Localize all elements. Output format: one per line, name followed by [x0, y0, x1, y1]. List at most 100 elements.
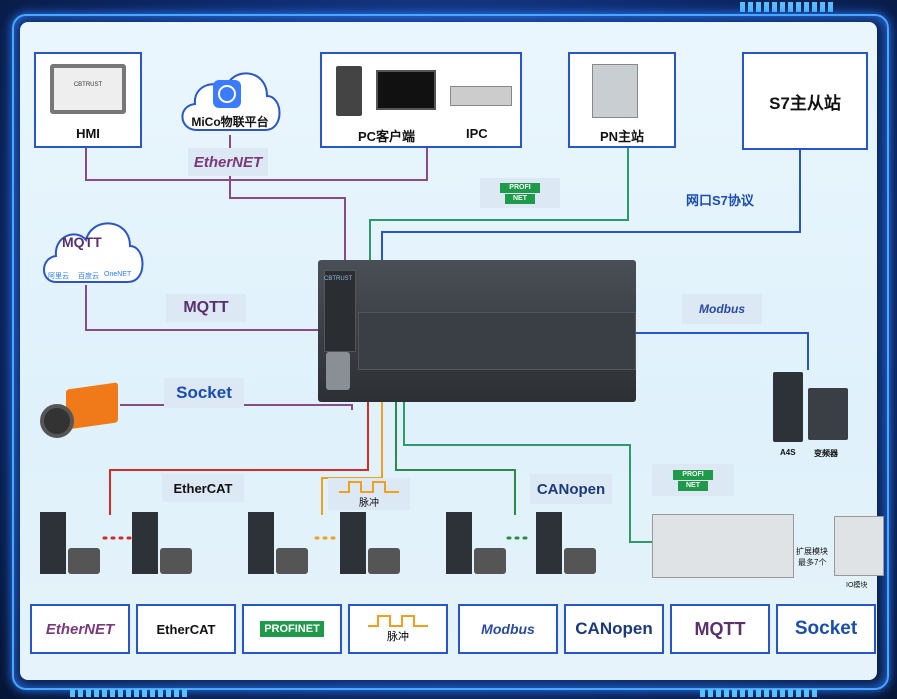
pn-master-label: PN主站	[599, 129, 645, 144]
a4s-drive	[773, 372, 803, 442]
legend-profinet: PROFINET	[242, 604, 342, 654]
ipc-label: IPC	[466, 126, 488, 141]
s7-box: S7主从站	[742, 52, 868, 150]
profinet-row-b: NET	[505, 193, 535, 204]
pn-master-box: PN主站	[568, 52, 676, 148]
legend-mqtt-text: MQTT	[694, 618, 746, 639]
legend-socket-text: Socket	[794, 618, 858, 639]
legend-mqtt: MQTT	[670, 604, 770, 654]
ethernet-tag: EtherNET	[188, 148, 268, 176]
legend-canopen-text: CANopen	[575, 619, 653, 638]
decor-bottom-bar	[70, 689, 190, 697]
legend-ethernet-text: EtherNET	[45, 620, 115, 638]
s7-protocol-note: 网口S7协议	[686, 193, 754, 208]
line-canopen	[395, 400, 516, 515]
canopen-tag-text: CANopen	[536, 480, 606, 498]
expansion-plc	[652, 514, 794, 578]
profinet-bottom-a: PROFI	[673, 469, 713, 480]
hmi-box: CBTRUST HMI	[34, 52, 142, 148]
mqtt-cloud3: OneNET	[104, 271, 132, 278]
hmi-screen-icon: CBTRUST	[50, 64, 126, 114]
ethercat-tag-text: EtherCAT	[173, 480, 233, 496]
decor-bottom-bar-right	[700, 689, 820, 697]
servo-drive-4	[340, 512, 366, 574]
line-pn	[369, 145, 629, 262]
legend-pulse-text: 脉冲	[387, 631, 409, 643]
legend-ethernet: EtherNET	[30, 604, 130, 654]
modbus-tag: Modbus	[682, 294, 762, 324]
mico-cloud-icon	[181, 72, 281, 131]
servo-motor-3	[276, 548, 308, 574]
hmi-label: HMI	[76, 126, 100, 141]
io-module	[834, 516, 884, 576]
pc-ipc-box: PC客户端 IPC	[320, 52, 522, 148]
profinet-bottom-row-b: NET	[678, 480, 708, 491]
line-hmi	[85, 145, 428, 181]
s7-label: S7主从站	[769, 93, 841, 113]
pulse-wave-icon	[339, 480, 399, 493]
legend-profinet-text: PROFINET	[260, 621, 324, 637]
profinet-bottom-b: NET	[678, 480, 708, 491]
servo-drive-3	[248, 512, 274, 574]
legend-socket: Socket	[776, 604, 876, 654]
profinet-row-a: PROFI	[500, 182, 540, 193]
profinet-tag-top: PROFI NET	[480, 178, 560, 208]
legend-modbus-text: Modbus	[481, 621, 535, 637]
pulse-tag-text: 脉冲	[359, 497, 379, 509]
expansion-label-1: 扩展模块	[796, 547, 828, 556]
line-ethercat	[109, 400, 369, 515]
legend-ethercat: EtherCAT	[136, 604, 236, 654]
servo-motor-5	[474, 548, 506, 574]
profinet-a: PROFI	[500, 182, 540, 193]
server-icon	[336, 66, 362, 116]
a4s-label: A4S	[780, 448, 796, 457]
legend-modbus: Modbus	[458, 604, 558, 654]
expansion-label-2: 最多7个	[798, 558, 827, 567]
line-modbus	[636, 332, 809, 370]
camera-icon	[36, 382, 122, 446]
inverter-label: 变频器	[814, 449, 838, 458]
pc-label: PC客户端	[358, 129, 416, 144]
legend-pulse: 脉冲	[348, 604, 448, 654]
servo-motor-2	[160, 548, 192, 574]
servo-motor-6	[564, 548, 596, 574]
servo-drive-1	[40, 512, 66, 574]
profinet-bottom-row-a: PROFI	[673, 469, 713, 480]
monitor-icon	[376, 70, 436, 110]
line-mqtt	[85, 285, 340, 331]
db9-port	[326, 352, 350, 390]
profinet-b: NET	[505, 193, 535, 204]
legend-canopen: CANopen	[564, 604, 664, 654]
io-module-label: IO模块	[846, 582, 868, 589]
servo-motor-1	[68, 548, 100, 574]
servo-drive-2	[132, 512, 158, 574]
mqtt-tag: MQTT	[166, 294, 246, 322]
servo-motor-4	[368, 548, 400, 574]
pulse-tag: 脉冲	[328, 478, 410, 510]
mqtt-cloud-icon	[43, 222, 144, 283]
ethernet-tag-text: EtherNET	[193, 153, 263, 171]
servo-drive-5	[446, 512, 472, 574]
plc-brand: CBTRUST	[324, 276, 353, 282]
plc-controller: CBTRUST	[318, 252, 636, 402]
hmi-brand: CBTRUST	[73, 82, 103, 88]
servo-drive-6	[536, 512, 562, 574]
ipc-icon	[450, 86, 512, 106]
ethercat-tag: EtherCAT	[162, 474, 244, 502]
socket-tag: Socket	[164, 378, 244, 408]
inverter-device	[808, 388, 848, 440]
line-expansion	[403, 400, 655, 543]
socket-tag-text: Socket	[176, 383, 232, 402]
outer-frame	[12, 14, 889, 690]
legend-pulse-wave-icon	[368, 615, 428, 627]
line-s7	[381, 148, 801, 262]
modbus-tag-text: Modbus	[699, 302, 745, 316]
profinet-tag-bottom: PROFI NET	[652, 464, 734, 496]
decor-top-bar	[740, 2, 836, 12]
legend-ethercat-text: EtherCAT	[156, 621, 216, 637]
mqtt-cloud2: 百度云	[78, 273, 99, 280]
mqtt-cloud-title: MQTT	[62, 234, 102, 250]
mico-label: MiCo物联平台	[191, 115, 269, 129]
mqtt-tag-text: MQTT	[183, 299, 229, 316]
